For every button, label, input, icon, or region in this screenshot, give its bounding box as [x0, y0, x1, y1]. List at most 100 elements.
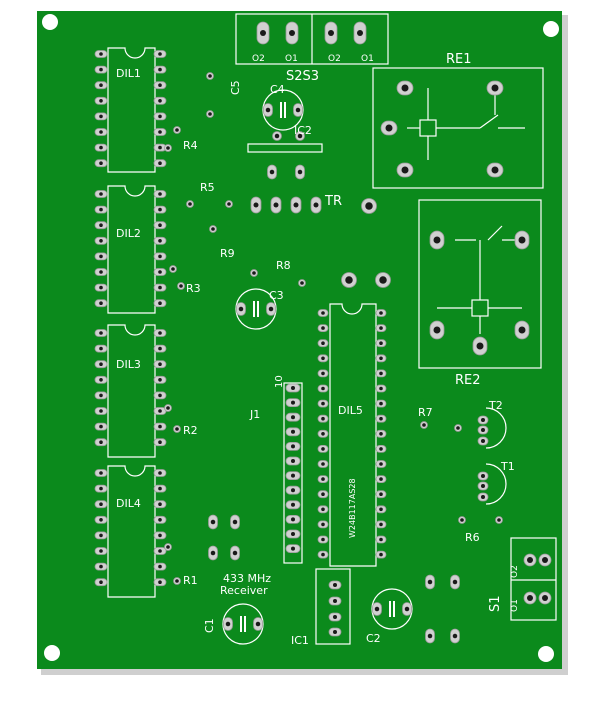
drill-hole — [232, 550, 238, 556]
drill-hole — [210, 550, 216, 556]
drill-hole — [175, 579, 179, 583]
capacitor-marks — [240, 102, 395, 632]
drill-hole — [175, 427, 179, 431]
drill-hole — [273, 202, 279, 208]
drill-hole — [99, 533, 103, 538]
mounting-hole — [538, 646, 554, 662]
label-dil3: DIL3 — [116, 358, 141, 371]
drill-hole — [158, 440, 162, 445]
drill-hole — [321, 432, 325, 436]
label-r2: R2 — [183, 424, 198, 437]
drill-hole — [321, 356, 325, 361]
drill-hole — [99, 161, 103, 165]
drill-hole — [481, 495, 485, 499]
drill-hole — [99, 393, 103, 398]
drill-hole — [158, 130, 162, 134]
drill-hole — [481, 484, 485, 488]
drill-hole — [427, 579, 433, 585]
drill-hole — [158, 52, 162, 56]
drill-hole — [427, 633, 433, 639]
drill-hole — [379, 326, 383, 330]
label-dil2: DIL2 — [116, 227, 141, 240]
drill-hole — [238, 306, 244, 312]
drill-hole — [291, 502, 295, 507]
label-r5: R5 — [200, 181, 215, 194]
drill-hole — [291, 444, 295, 449]
dil1-outline — [107, 47, 156, 173]
drill-hole — [158, 549, 162, 553]
drill-hole — [99, 254, 103, 259]
drill-hole — [293, 202, 299, 208]
drill-hole — [208, 112, 212, 116]
drill-hole — [158, 83, 162, 87]
drill-hole — [379, 276, 387, 284]
label-s1: S1 — [488, 595, 503, 612]
drill-hole — [99, 564, 103, 569]
drill-hole — [297, 133, 303, 139]
drill-hole — [321, 371, 325, 376]
drill-hole — [99, 52, 103, 56]
label-r6: R6 — [465, 531, 480, 544]
label-s2-o1: O1 — [285, 54, 298, 64]
label-s3-o1: O1 — [361, 54, 374, 64]
drill-hole — [99, 239, 103, 243]
label-c1: C1 — [203, 618, 216, 633]
drill-hole — [179, 284, 183, 288]
drill-hole — [158, 533, 162, 538]
label-r4: R4 — [183, 139, 198, 152]
drill-hole — [252, 271, 256, 275]
label-dil1: DIL1 — [116, 67, 141, 80]
label-ic2: IC2 — [294, 124, 312, 137]
drill-hole — [295, 107, 301, 113]
drill-hole — [232, 519, 238, 525]
label-r9: R9 — [220, 247, 235, 260]
drill-hole — [404, 606, 410, 612]
drill-hole — [158, 471, 162, 475]
drill-hole — [158, 207, 162, 212]
drill-hole — [291, 517, 295, 522]
drill-hole — [542, 595, 548, 601]
drill-hole — [291, 532, 295, 536]
drill-hole — [321, 492, 325, 497]
drill-hole — [99, 580, 103, 584]
label-c5: C5 — [229, 80, 242, 95]
label-ic1: IC1 — [291, 634, 309, 647]
drill-hole — [158, 378, 162, 382]
drill-hole — [291, 546, 295, 551]
drill-hole — [433, 236, 441, 244]
drill-hole — [379, 432, 383, 436]
label-c4: C4 — [270, 83, 285, 96]
label-j1: J1 — [249, 408, 260, 421]
drill-hole — [481, 418, 485, 422]
drill-hole — [291, 400, 295, 405]
drill-hole — [313, 202, 319, 208]
drill-hole — [99, 502, 103, 507]
drill-hole — [166, 406, 170, 410]
label-tr: TR — [324, 194, 342, 209]
drill-hole — [321, 507, 325, 512]
drill-hole — [158, 331, 162, 335]
drill-hole — [289, 30, 295, 36]
t1-outline — [485, 463, 507, 505]
ic2-outline — [247, 143, 323, 153]
drill-hole — [481, 474, 485, 478]
drill-hole — [99, 285, 103, 290]
drill-hole — [253, 202, 259, 208]
j1-outline — [283, 382, 303, 564]
drill-hole — [379, 477, 383, 481]
drill-hole — [265, 107, 271, 113]
re1-switch — [479, 114, 499, 129]
drill-hole — [321, 401, 325, 406]
drill-hole — [158, 346, 162, 351]
drill-hole — [433, 326, 441, 334]
drill-hole — [291, 415, 295, 420]
drill-hole — [401, 84, 409, 92]
drill-hole — [422, 423, 426, 427]
label-r8: R8 — [276, 259, 291, 272]
drill-hole — [227, 202, 231, 206]
drill-hole — [321, 311, 325, 315]
drill-hole — [99, 518, 103, 522]
drill-hole — [333, 583, 337, 587]
label-c2: C2 — [366, 632, 381, 645]
